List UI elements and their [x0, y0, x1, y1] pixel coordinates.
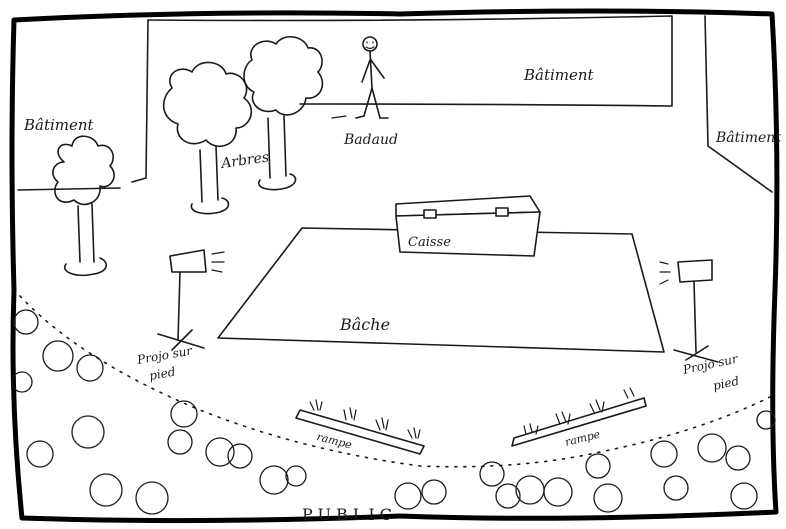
label-badaud: Badaud — [343, 132, 398, 148]
projector-right — [660, 260, 718, 362]
tree-2 — [164, 62, 252, 213]
badaud-figure — [332, 37, 388, 118]
label-public: PUBLIC — [302, 505, 397, 524]
label-batiment-left: Bâtiment — [23, 116, 95, 134]
building-left — [18, 20, 148, 190]
label-caisse: Caisse — [408, 235, 451, 250]
tree-1 — [53, 136, 114, 275]
label-projo-right-2: pied — [712, 374, 741, 393]
label-rampe-right: rampe — [564, 428, 602, 449]
label-projo-left-1: Projo sur — [135, 343, 194, 367]
label-projo-right-1: Projo sur — [681, 351, 740, 377]
projector-left — [158, 250, 224, 350]
label-bache: Bâche — [339, 315, 390, 334]
label-projo-left-2: pied — [148, 365, 177, 383]
label-batiment-top: Bâtiment — [523, 66, 595, 84]
building-right — [705, 16, 772, 192]
label-arbres: Arbres — [218, 149, 270, 172]
label-batiment-right: Bâtiment — [715, 130, 781, 146]
building-top — [148, 16, 672, 106]
